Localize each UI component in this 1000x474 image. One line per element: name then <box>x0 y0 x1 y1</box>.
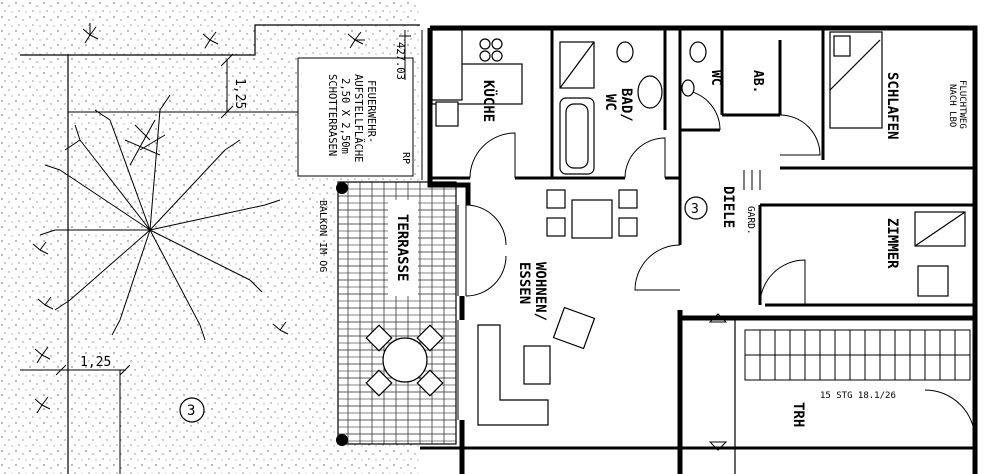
diele-marker-label: 3 <box>691 202 699 217</box>
diele-marker: 3 <box>684 196 708 220</box>
wardrobe-label: GARD. <box>745 206 756 235</box>
fire-area-line4: SCHOTTERRASEN <box>326 74 338 156</box>
staircase <box>708 313 971 451</box>
building-walls <box>420 25 978 474</box>
room-stairhall-label: TRH <box>790 402 806 427</box>
kitchen-counter <box>431 29 523 127</box>
tree-symbol <box>39 94 281 341</box>
terrace: TERRASSE BALKON IM OG <box>317 181 457 446</box>
room-wc-label: WC <box>708 70 723 86</box>
room-bath-label-1: BAD/ <box>618 88 634 122</box>
garden-marker: 3 <box>179 397 205 423</box>
room-living-label-2: ESSEN <box>516 262 532 304</box>
sofa <box>477 324 551 426</box>
fire-brigade-area: FEUERWEHR- AUFSTELLFLÄCHE 2,50 X 2,50m S… <box>297 57 414 177</box>
bath-fixtures <box>559 41 707 175</box>
dimension-bottom-label: 1,25 <box>80 355 111 370</box>
stairs-label: 15 STG 18.1/26 <box>820 391 896 401</box>
balcony-label: BALKON IM OG <box>317 200 328 272</box>
room-bedroom-label: SCHLAFEN <box>884 72 900 139</box>
door-swings <box>465 89 976 441</box>
room-kitchen-label: KÜCHE <box>480 80 498 122</box>
rp-label: RP <box>400 152 411 164</box>
fire-area-line2: AUFSTELLFLÄCHE <box>352 74 365 163</box>
armchair <box>552 306 596 350</box>
room-furniture <box>914 211 966 297</box>
terrace-furniture <box>365 324 444 397</box>
dining-set <box>546 189 638 239</box>
elevation-label: 427.03 <box>394 42 406 80</box>
bed <box>829 31 883 129</box>
room-ab-label: AB. <box>750 70 765 93</box>
terrace-label: TERRASSE <box>394 214 410 281</box>
escape-route-line1: FLUCHTWEG <box>957 80 967 129</box>
dimension-top: 1,25 <box>220 53 247 119</box>
garden-marker-label: 3 <box>187 403 195 419</box>
room-hall-label: DIELE <box>720 186 736 228</box>
dimension-top-label: 1,25 <box>232 78 247 109</box>
dimension-bottom: 1,25 <box>55 355 131 376</box>
shrub-symbols <box>32 23 365 414</box>
elevation-marker: 427.03 <box>394 30 411 80</box>
escape-route-line2: NACH LBO <box>947 84 957 127</box>
escape-route-note: FLUCHTWEG NACH LBO <box>947 80 967 129</box>
room-living-label-1: WOHNEN/ <box>532 262 548 321</box>
room-bath-label-2: WC <box>602 94 618 111</box>
fire-area-line3: 2,50 X 2,50m <box>339 78 351 154</box>
fire-area-line1: FEUERWEHR- <box>365 80 377 143</box>
wardrobe <box>743 170 761 190</box>
room-zimmer-label: ZIMMER <box>884 218 900 269</box>
